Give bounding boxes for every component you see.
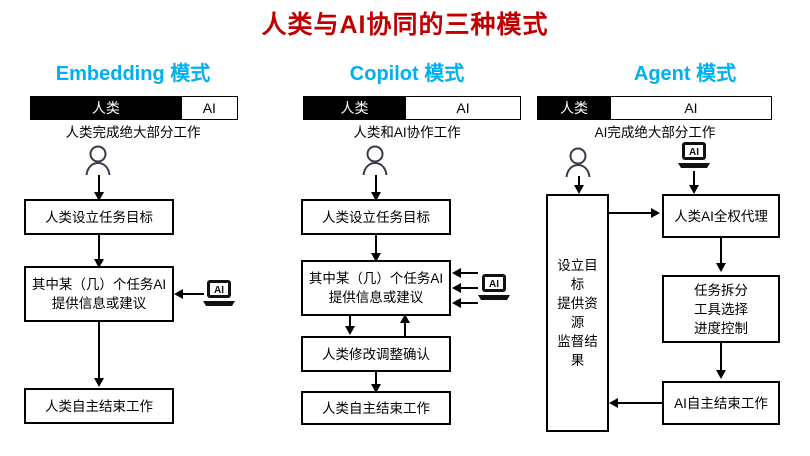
step-box-embedding-2: 其中某（几）个任务AI提供信息或建议 (24, 266, 174, 322)
step-text: 人类AI全权代理 (674, 208, 768, 224)
arrow-head (452, 283, 461, 293)
ai-laptop-icon: AI (202, 279, 236, 309)
svg-text:AI: AI (689, 147, 699, 158)
step-text: 其中某（几）个任务AI提供信息或建议 (308, 271, 444, 305)
arrow-line (693, 171, 695, 188)
split-bar-embedding: 人类 AI (30, 96, 238, 120)
arrow-head (174, 289, 183, 299)
svg-text:AI: AI (489, 279, 499, 290)
arrow-head (452, 268, 461, 278)
step-line-1: 任务拆分 (694, 282, 748, 298)
bar-human-segment: 人类 (538, 97, 610, 119)
arrow-line (98, 175, 100, 194)
arrow-line (460, 272, 478, 274)
page-title: 人类与AI协同的三种模式 (261, 11, 549, 39)
caption-embedding: 人类完成绝大部分工作 (65, 125, 201, 140)
step-text: 其中某（几）个任务AI提供信息或建议 (31, 277, 167, 311)
person-icon (562, 146, 594, 178)
arrow-line (375, 175, 377, 194)
arrow-line (375, 372, 377, 388)
step-text: 人类自主结束工作 (322, 400, 430, 416)
step-box-agent-2: 任务拆分 工具选择 进度控制 (662, 275, 780, 343)
arrow-line (349, 316, 351, 330)
arrow-head (94, 259, 104, 268)
arrow-line (404, 322, 406, 336)
ai-laptop-icon: AI (477, 273, 511, 303)
arrow-head (609, 398, 618, 408)
step-text: 人类修改调整确认 (322, 346, 430, 362)
ai-laptop-icon: AI (677, 141, 711, 171)
step-box-copilot-3: 人类修改调整确认 (301, 336, 451, 372)
arrow-head (345, 326, 355, 335)
arrow-head (371, 192, 381, 201)
step-box-embedding-3: 人类自主结束工作 (24, 388, 174, 424)
split-bar-copilot: 人类 AI (303, 96, 521, 120)
human-panel-line-1: 设立目标 (557, 258, 598, 292)
step-box-agent-3: AI自主结束工作 (662, 381, 780, 425)
human-panel-line-3: 监督结果 (557, 334, 598, 368)
caption-agent: AI完成绝大部分工作 (594, 125, 716, 140)
arrow-line (460, 302, 478, 304)
arrow-head (371, 384, 381, 393)
bar-human-segment: 人类 (304, 97, 406, 119)
step-box-copilot-1: 人类设立任务目标 (301, 199, 451, 235)
bar-human-segment: 人类 (31, 97, 181, 119)
step-box-agent-1: 人类AI全权代理 (662, 194, 780, 238)
split-bar-agent: 人类 AI (537, 96, 772, 120)
step-text: 人类设立任务目标 (45, 209, 153, 225)
arrow-line (98, 235, 100, 263)
arrow-line (98, 322, 100, 382)
step-text: 人类设立任务目标 (322, 209, 430, 225)
caption-copilot: 人类和AI协作工作 (353, 125, 461, 140)
step-box-copilot-2: 其中某（几）个任务AI提供信息或建议 (301, 260, 451, 316)
svg-text:AI: AI (214, 285, 224, 296)
bar-ai-segment: AI (180, 97, 237, 119)
step-box-embedding-1: 人类设立任务目标 (24, 199, 174, 235)
arrow-head (452, 298, 461, 308)
arrow-line (375, 235, 377, 257)
person-icon (82, 144, 114, 176)
step-line-2: 工具选择 (694, 301, 748, 317)
arrow-line (578, 176, 580, 188)
arrow-head (689, 185, 699, 194)
arrow-head (716, 263, 726, 272)
step-box-copilot-4: 人类自主结束工作 (301, 391, 451, 425)
person-icon (359, 144, 391, 176)
arrow-head (94, 192, 104, 201)
human-panel-agent: 设立目标 提供资源 监督结果 (546, 194, 609, 432)
arrow-line (720, 343, 722, 375)
arrow-head (94, 378, 104, 387)
arrow-line (182, 293, 204, 295)
arrow-head (400, 314, 410, 323)
arrow-line (720, 238, 722, 268)
bar-ai-segment: AI (405, 97, 520, 119)
step-line-3: 进度控制 (694, 320, 748, 336)
column-heading-embedding: Embedding 模式 (55, 63, 211, 85)
step-text: AI自主结束工作 (674, 395, 768, 411)
arrow-head (574, 185, 584, 194)
arrow-head (651, 208, 660, 218)
arrow-line (460, 287, 478, 289)
arrow-head (371, 253, 381, 262)
arrow-line (618, 402, 662, 404)
arrow-line (609, 212, 653, 214)
step-text: 人类自主结束工作 (45, 398, 153, 414)
human-panel-line-2: 提供资源 (557, 296, 598, 330)
bar-ai-segment: AI (609, 97, 771, 119)
column-heading-copilot: Copilot 模式 (349, 63, 465, 85)
column-heading-agent: Agent 模式 (633, 63, 737, 85)
arrow-head (716, 370, 726, 379)
